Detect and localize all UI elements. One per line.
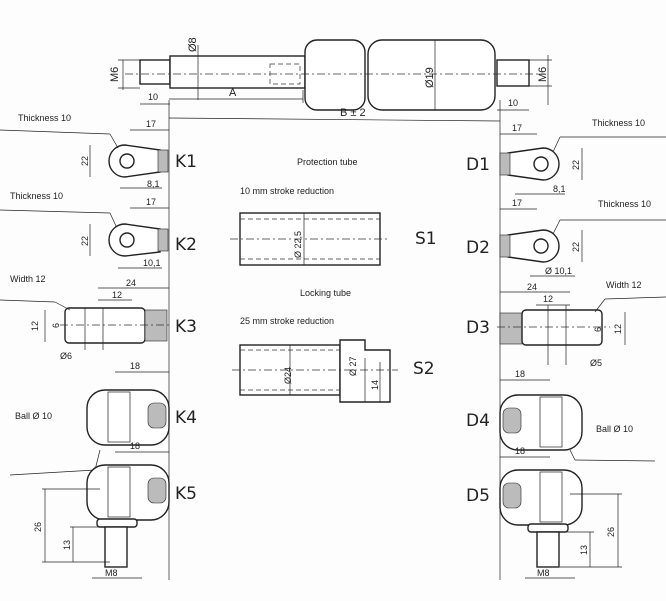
d1-label: D1 [466, 155, 490, 175]
k3-height: 12 [30, 321, 40, 331]
connector-d2: Thickness 10 17 22 Ø 10,1 D2 [466, 198, 666, 277]
d5-thread-length: 13 [579, 545, 589, 555]
d2-label: D2 [466, 238, 490, 258]
connector-k3: Width 12 24 12 12 6 Ø6 K3 [0, 274, 197, 361]
d5-label: D5 [466, 486, 490, 506]
rod-diameter-label: Ø8 [187, 37, 199, 52]
d1-height: 22 [571, 160, 581, 170]
k1-label: K1 [175, 152, 197, 172]
d1-width: 17 [512, 123, 522, 133]
k3-label: K3 [175, 317, 197, 337]
k1-hole: 8,1 [147, 179, 160, 189]
body-diameter-label: Ø19 [424, 67, 436, 88]
connector-k4: 18 Ball Ø 10 K4 [9, 361, 197, 476]
connector-k2: Thickness 10 17 22 10,1 K2 [0, 191, 197, 269]
s1-note: 10 mm stroke reduction [240, 186, 334, 196]
k3-pin: Ø6 [60, 351, 72, 361]
k1-note: Thickness 10 [18, 113, 71, 123]
len-right-label: 10 [508, 98, 518, 108]
d4-label: D4 [466, 411, 490, 431]
s2-note: 25 mm stroke reduction [240, 316, 334, 326]
k5-thread-length: 13 [62, 540, 72, 550]
d3-note: Width 12 [606, 280, 642, 290]
dim-a-label: A [229, 87, 237, 99]
s1-title: Protection tube [297, 157, 358, 167]
connector-d1: Thickness 10 17 22 8,1 D1 [466, 118, 666, 195]
k3-inner: 12 [112, 290, 122, 300]
k4-width: 18 [130, 361, 140, 371]
thread-left-label: M6 [109, 67, 121, 82]
k2-width: 17 [146, 197, 156, 207]
k2-label: K2 [175, 235, 197, 255]
d2-hole: Ø 10,1 [545, 266, 572, 276]
s2-length: 14 [370, 380, 380, 390]
k4-label: K4 [175, 408, 197, 428]
k5-height: 26 [33, 522, 43, 532]
d1-hole: 8,1 [553, 184, 566, 194]
k3-width: 24 [126, 278, 136, 288]
s2-title: Locking tube [300, 288, 351, 298]
k3-slot: 6 [51, 323, 61, 328]
s1-label: S1 [415, 229, 437, 249]
k2-note: Thickness 10 [10, 191, 63, 201]
d3-inner: 12 [543, 294, 553, 304]
k1-height: 22 [80, 156, 90, 166]
d5-width: 18 [515, 446, 525, 456]
k5-label: K5 [175, 484, 197, 504]
d2-width: 17 [512, 198, 522, 208]
s2-diameter: Ø24 [283, 367, 293, 384]
connector-d5: 18 26 13 M8 D5 [466, 446, 622, 579]
k2-height: 22 [80, 236, 90, 246]
k3-note: Width 12 [10, 274, 46, 284]
connector-d4: 18 Ball Ø 10 D4 [466, 369, 656, 462]
d2-note: Thickness 10 [598, 199, 651, 209]
s2-outer-diameter: Ø 27 [348, 356, 358, 376]
d2-height: 22 [571, 242, 581, 252]
d5-thread: M8 [537, 568, 550, 578]
dim-b-label: B ± 2 [340, 107, 366, 119]
thread-right-label: M6 [537, 67, 549, 82]
accessory-s1: Protection tube 10 mm stroke reduction Ø… [230, 157, 437, 266]
k5-thread: M8 [105, 568, 118, 578]
s1-diameter: Ø 22,5 [293, 231, 303, 258]
d3-width: 24 [527, 282, 537, 292]
d3-slot: 6 [593, 327, 603, 332]
connector-k1: Thickness 10 17 22 8,1 K1 [0, 113, 197, 189]
connector-k5: 18 26 13 M8 K5 [33, 441, 197, 579]
k2-hole: 10,1 [143, 258, 161, 268]
d4-note: Ball Ø 10 [596, 424, 633, 434]
d5-height: 26 [606, 527, 616, 537]
d3-label: D3 [466, 318, 490, 338]
k4-note: Ball Ø 10 [15, 411, 52, 421]
d1-note: Thickness 10 [592, 118, 645, 128]
d3-pin: Ø5 [590, 358, 602, 368]
k1-width: 17 [146, 119, 156, 129]
accessory-s2: Locking tube 25 mm stroke reduction Ø24 … [232, 288, 435, 403]
s2-label: S2 [413, 359, 435, 379]
d3-height: 12 [613, 324, 623, 334]
k5-width: 18 [130, 441, 140, 451]
d4-width: 18 [515, 369, 525, 379]
gas-spring: M6 Ø8 Ø19 M6 10 10 A B ± 2 [109, 37, 552, 580]
len-left-label: 10 [148, 92, 158, 102]
connector-d3: Width 12 24 12 6 12 Ø5 D3 [466, 280, 666, 368]
